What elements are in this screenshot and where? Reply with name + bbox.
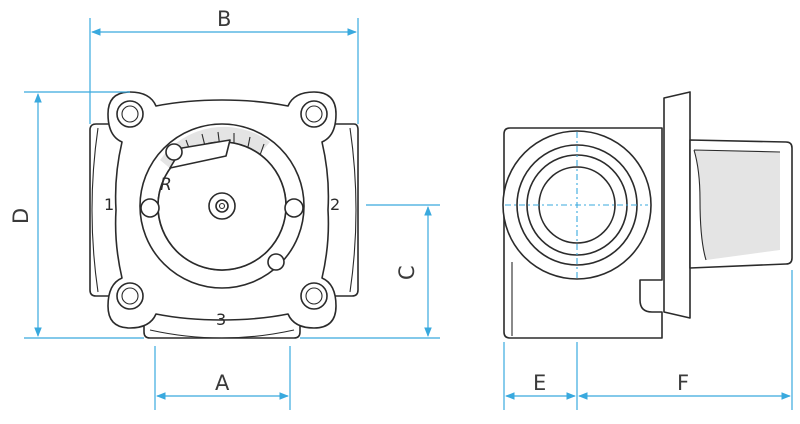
dimension-d: D bbox=[9, 91, 144, 339]
dimension-b-label: B bbox=[217, 7, 231, 31]
bolt-bottom-right bbox=[300, 282, 328, 310]
dimension-b: B bbox=[89, 7, 359, 124]
ring-notch-left bbox=[140, 198, 160, 218]
port-1-label: 1 bbox=[104, 195, 114, 214]
front-view: 1 2 3 R bbox=[89, 91, 359, 339]
side-view bbox=[502, 91, 793, 339]
scale-ring-shading bbox=[160, 126, 270, 170]
center-screw-inner bbox=[215, 199, 229, 213]
dimension-c: C bbox=[300, 204, 440, 339]
dimension-e: E bbox=[503, 342, 578, 410]
port-3-connection bbox=[149, 329, 295, 339]
side-flange-plate bbox=[663, 91, 691, 319]
port-1-connection bbox=[91, 127, 99, 293]
ring-notch-right bbox=[284, 198, 304, 218]
dimension-a: A bbox=[154, 346, 291, 410]
dimension-e-label: E bbox=[533, 371, 546, 395]
dimension-d-label: D bbox=[9, 208, 33, 224]
bolt-top-right bbox=[300, 100, 328, 128]
ring-notch-bottom-right bbox=[267, 253, 285, 271]
bolt-bottom-left bbox=[116, 282, 144, 310]
dimension-f: F bbox=[578, 270, 793, 410]
knob-scale-mark: R bbox=[160, 175, 172, 195]
center-lines bbox=[505, 132, 648, 278]
port-2-connection bbox=[349, 127, 357, 293]
ring-notch-top-left bbox=[165, 143, 183, 161]
bolt-top-left bbox=[116, 100, 144, 128]
center-screw-dot bbox=[218, 202, 226, 210]
dimension-a-label: A bbox=[215, 371, 230, 395]
actuator-housing-shading bbox=[694, 150, 780, 260]
dimension-c-label: C bbox=[395, 265, 419, 280]
port-2-label: 2 bbox=[330, 195, 340, 214]
port-3-label: 3 bbox=[216, 310, 226, 329]
dimension-f-label: F bbox=[677, 371, 689, 395]
actuator-housing-contour bbox=[693, 149, 781, 261]
